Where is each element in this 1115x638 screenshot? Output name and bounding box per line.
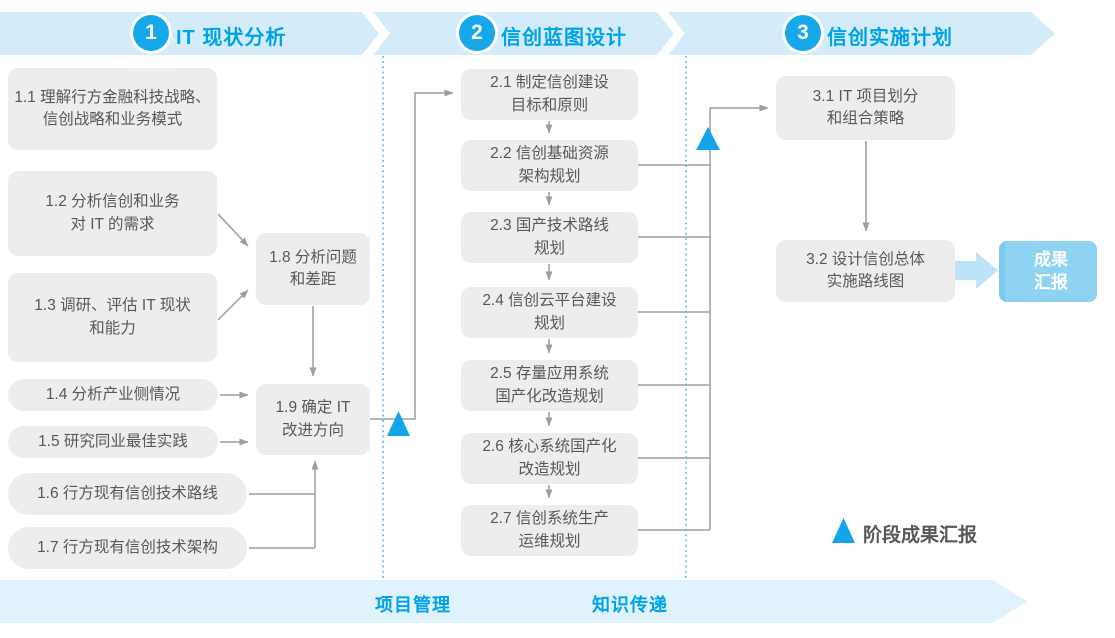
step-box-2-1: 2.1 制定信创建设 目标和原则 (461, 69, 638, 120)
step-box-2-2: 2.2 信创基础资源 架构规划 (461, 140, 638, 191)
step-box-1-9: 1.9 确定 IT 改进方向 (256, 384, 370, 455)
phase-1-number-badge: 1 (133, 15, 169, 51)
legend-label: 阶段成果汇报 (863, 525, 978, 546)
phase-3-number-badge: 3 (785, 15, 821, 51)
phase-band (0, 12, 1055, 55)
step-box-2-6: 2.6 核心系统国产化 改造规划 (461, 433, 638, 484)
phase-2-number-badge: 2 (459, 15, 495, 51)
step-box-1-6: 1.6 行方现有信创技术路线 (8, 473, 247, 515)
phase-2-title: 信创蓝图设计 (501, 27, 627, 49)
step-box-2-3: 2.3 国产技术路线 规划 (461, 212, 638, 263)
step-box-1-7: 1.7 行方现有信创技术架构 (8, 527, 247, 569)
step-box-1-1: 1.1 理解行方金融科技战略、 信创战略和业务模式 (8, 68, 217, 150)
step-box-2-7: 2.7 信创系统生产 运维规划 (461, 505, 638, 556)
step-box-2-5: 2.5 存量应用系统 国产化改造规划 (461, 360, 638, 411)
step-box-1-2: 1.2 分析信创和业务 对 IT 的需求 (8, 171, 217, 256)
bottom-label-knowledge-transfer: 知识传递 (592, 595, 668, 615)
step-box-1-5: 1.5 研究同业最佳实践 (8, 426, 218, 458)
step-box-3-2: 3.2 设计信创总体 实施路线图 (776, 240, 955, 302)
step-box-3-1: 3.1 IT 项目划分 和组合策略 (776, 76, 955, 140)
step-box-1-4: 1.4 分析产业侧情况 (8, 379, 218, 411)
outcome-report-box: 成果 汇报 (999, 241, 1097, 302)
step-box-1-8: 1.8 分析问题 和差距 (256, 233, 370, 305)
phase-3-title: 信创实施计划 (827, 27, 953, 49)
step-box-1-3: 1.3 调研、评估 IT 现状 和能力 (8, 273, 217, 362)
step-box-2-4: 2.4 信创云平台建设 规划 (461, 287, 638, 338)
phase-1-title: IT 现状分析 (176, 27, 287, 49)
bottom-band (0, 580, 1028, 623)
bottom-label-project-management: 项目管理 (375, 595, 451, 615)
